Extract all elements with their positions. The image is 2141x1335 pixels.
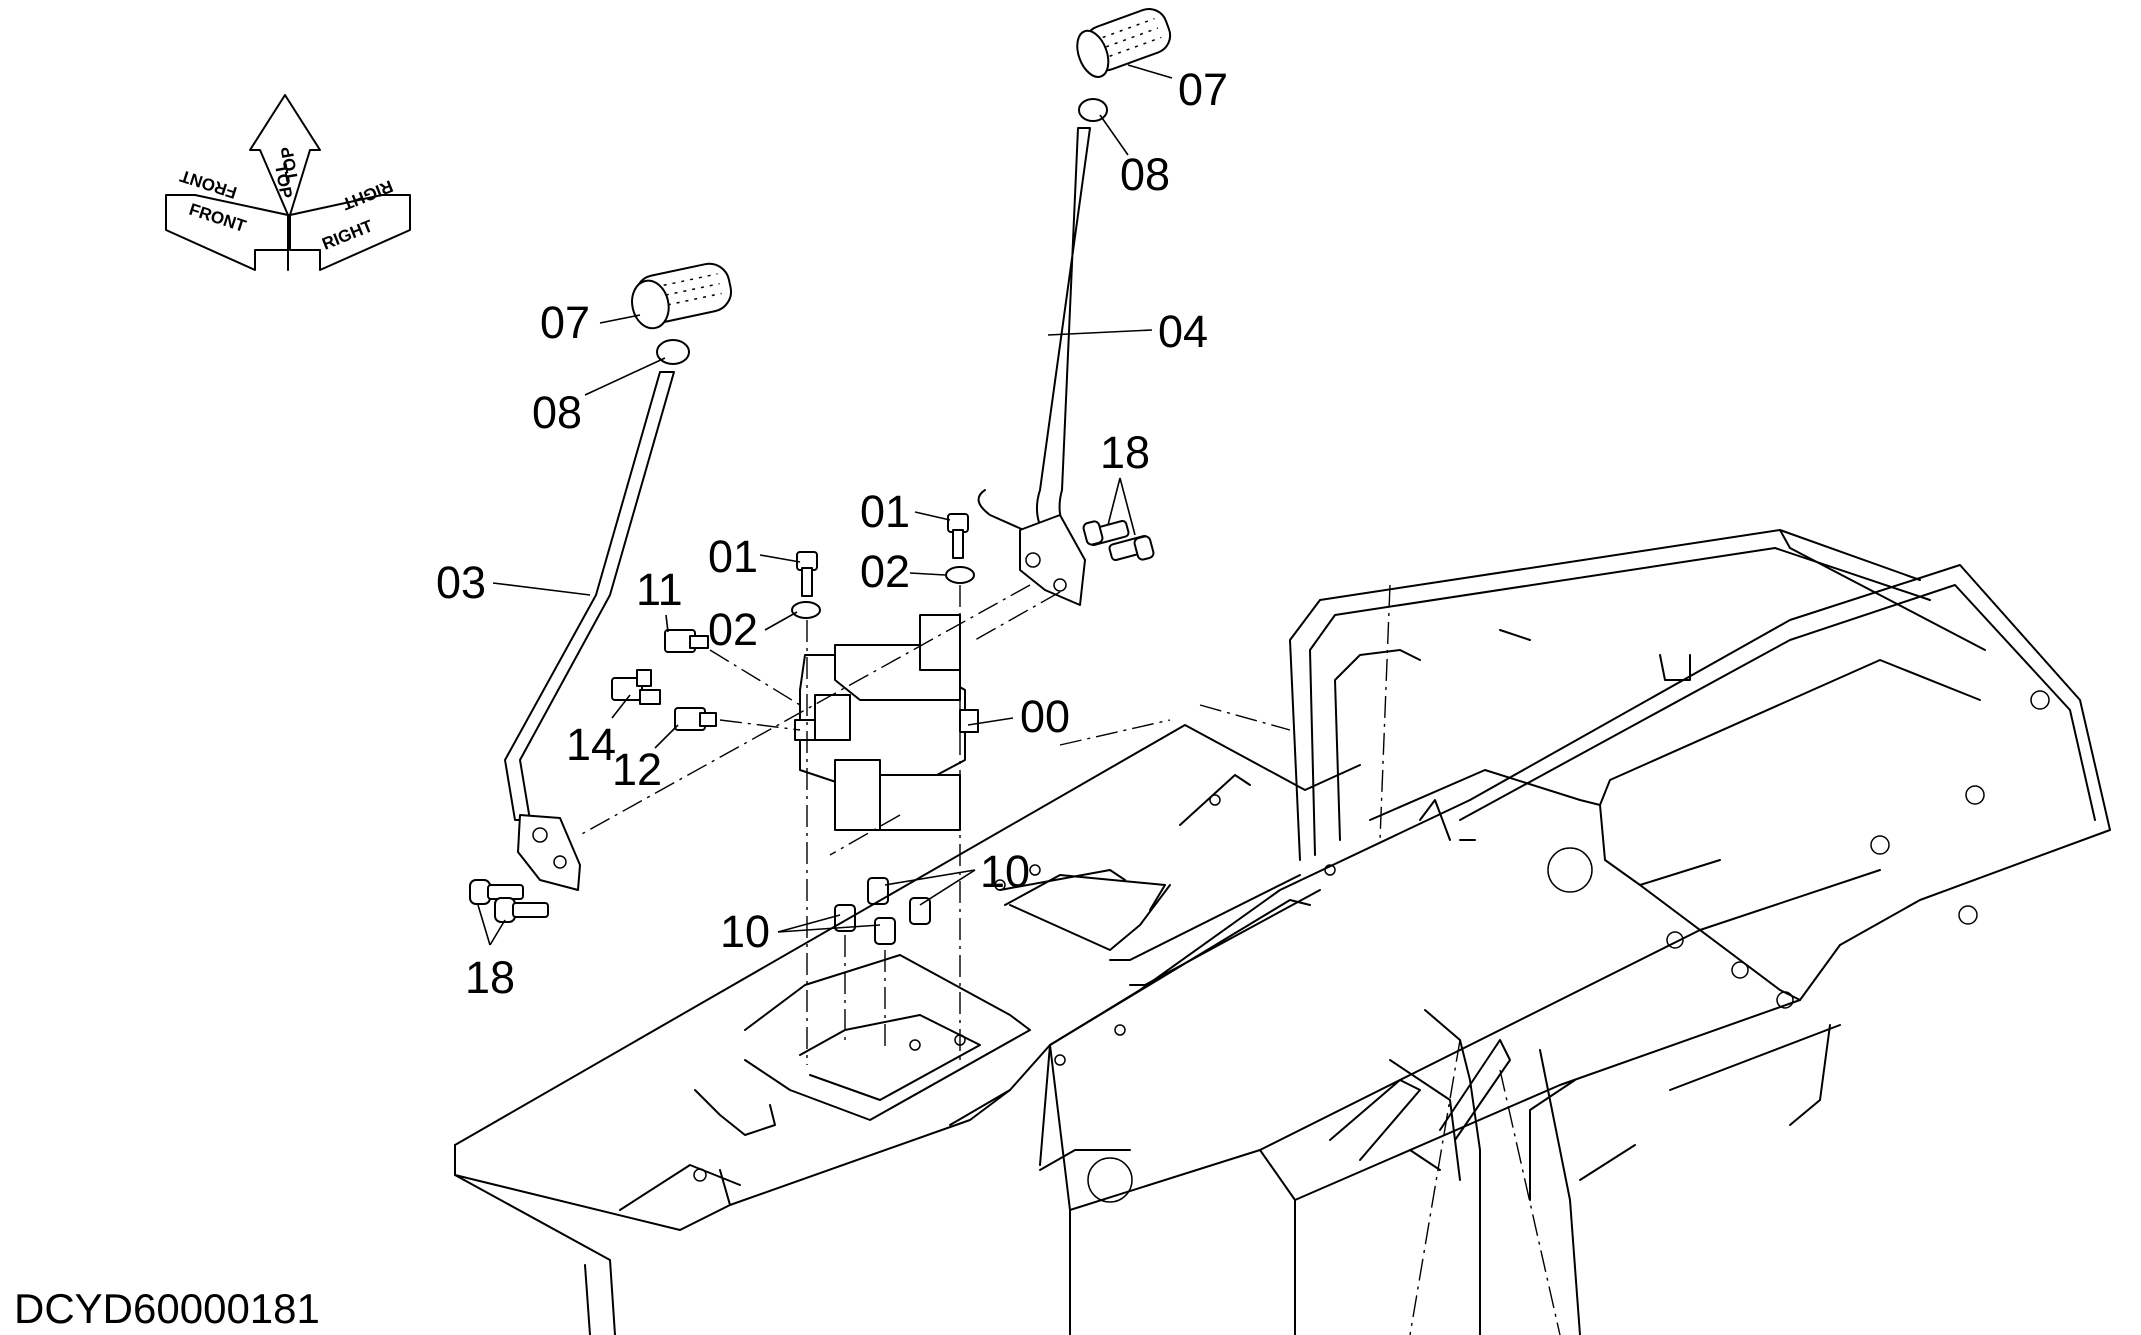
right-lever-assembly [977, 8, 1172, 606]
callout-18-right: 18 [1100, 427, 1150, 478]
callout-07-left: 07 [540, 297, 590, 348]
callout-12: 12 [612, 744, 662, 795]
callout-10-right: 10 [980, 846, 1030, 897]
callout-10-left: 10 [720, 906, 770, 957]
callout-00: 00 [1020, 691, 1070, 742]
bolt-left-2 [494, 897, 549, 923]
callout-11: 11 [636, 564, 683, 615]
fitting-11 [664, 629, 709, 653]
lever-bracket-left [517, 814, 581, 891]
fitting-12 [674, 707, 717, 731]
washer-left [656, 339, 690, 365]
callout-07-right: 07 [1178, 64, 1228, 115]
left-lever-assembly [469, 262, 733, 923]
bolt-01-left [796, 551, 818, 597]
washer-02-right [945, 566, 975, 584]
bolt-01-right [947, 513, 969, 559]
document-code: DCYD60000181 [14, 1285, 320, 1332]
callout-03: 03 [436, 557, 486, 608]
callout-04: 04 [1158, 306, 1208, 357]
callout-18-left: 18 [465, 952, 515, 1003]
callout-14: 14 [566, 719, 616, 770]
lever-bracket-right [1019, 514, 1086, 606]
callout-08-left: 08 [532, 387, 582, 438]
bolt-right-2 [1108, 534, 1155, 562]
callout-02-right: 02 [860, 546, 910, 597]
callout-leaders [477, 64, 1173, 946]
bolt-right-1 [1082, 519, 1130, 547]
callout-labels: 07 08 04 18 07 08 01 02 01 02 03 11 00 1… [436, 64, 1228, 1003]
fitting-14 [611, 669, 661, 705]
callout-02-left: 02 [708, 604, 758, 655]
callout-01-right: 01 [860, 486, 910, 537]
alignment-lines [579, 584, 1061, 1065]
lever-rod-right [1035, 127, 1091, 536]
callout-01-left: 01 [708, 531, 758, 582]
fittings-10 [834, 877, 931, 945]
washer-02-left [791, 601, 821, 619]
machine-frame [454, 529, 2111, 1335]
knob-right [1076, 8, 1172, 78]
valve-port-block-right [879, 774, 961, 831]
valve-port-block-left [834, 759, 881, 831]
bolt-left-1 [469, 879, 524, 905]
callout-08-right: 08 [1120, 149, 1170, 200]
orientation-indicator: FRONT FRONT TOP TOP RIGHT RIGHT [165, 94, 411, 271]
knob-left [631, 262, 733, 330]
